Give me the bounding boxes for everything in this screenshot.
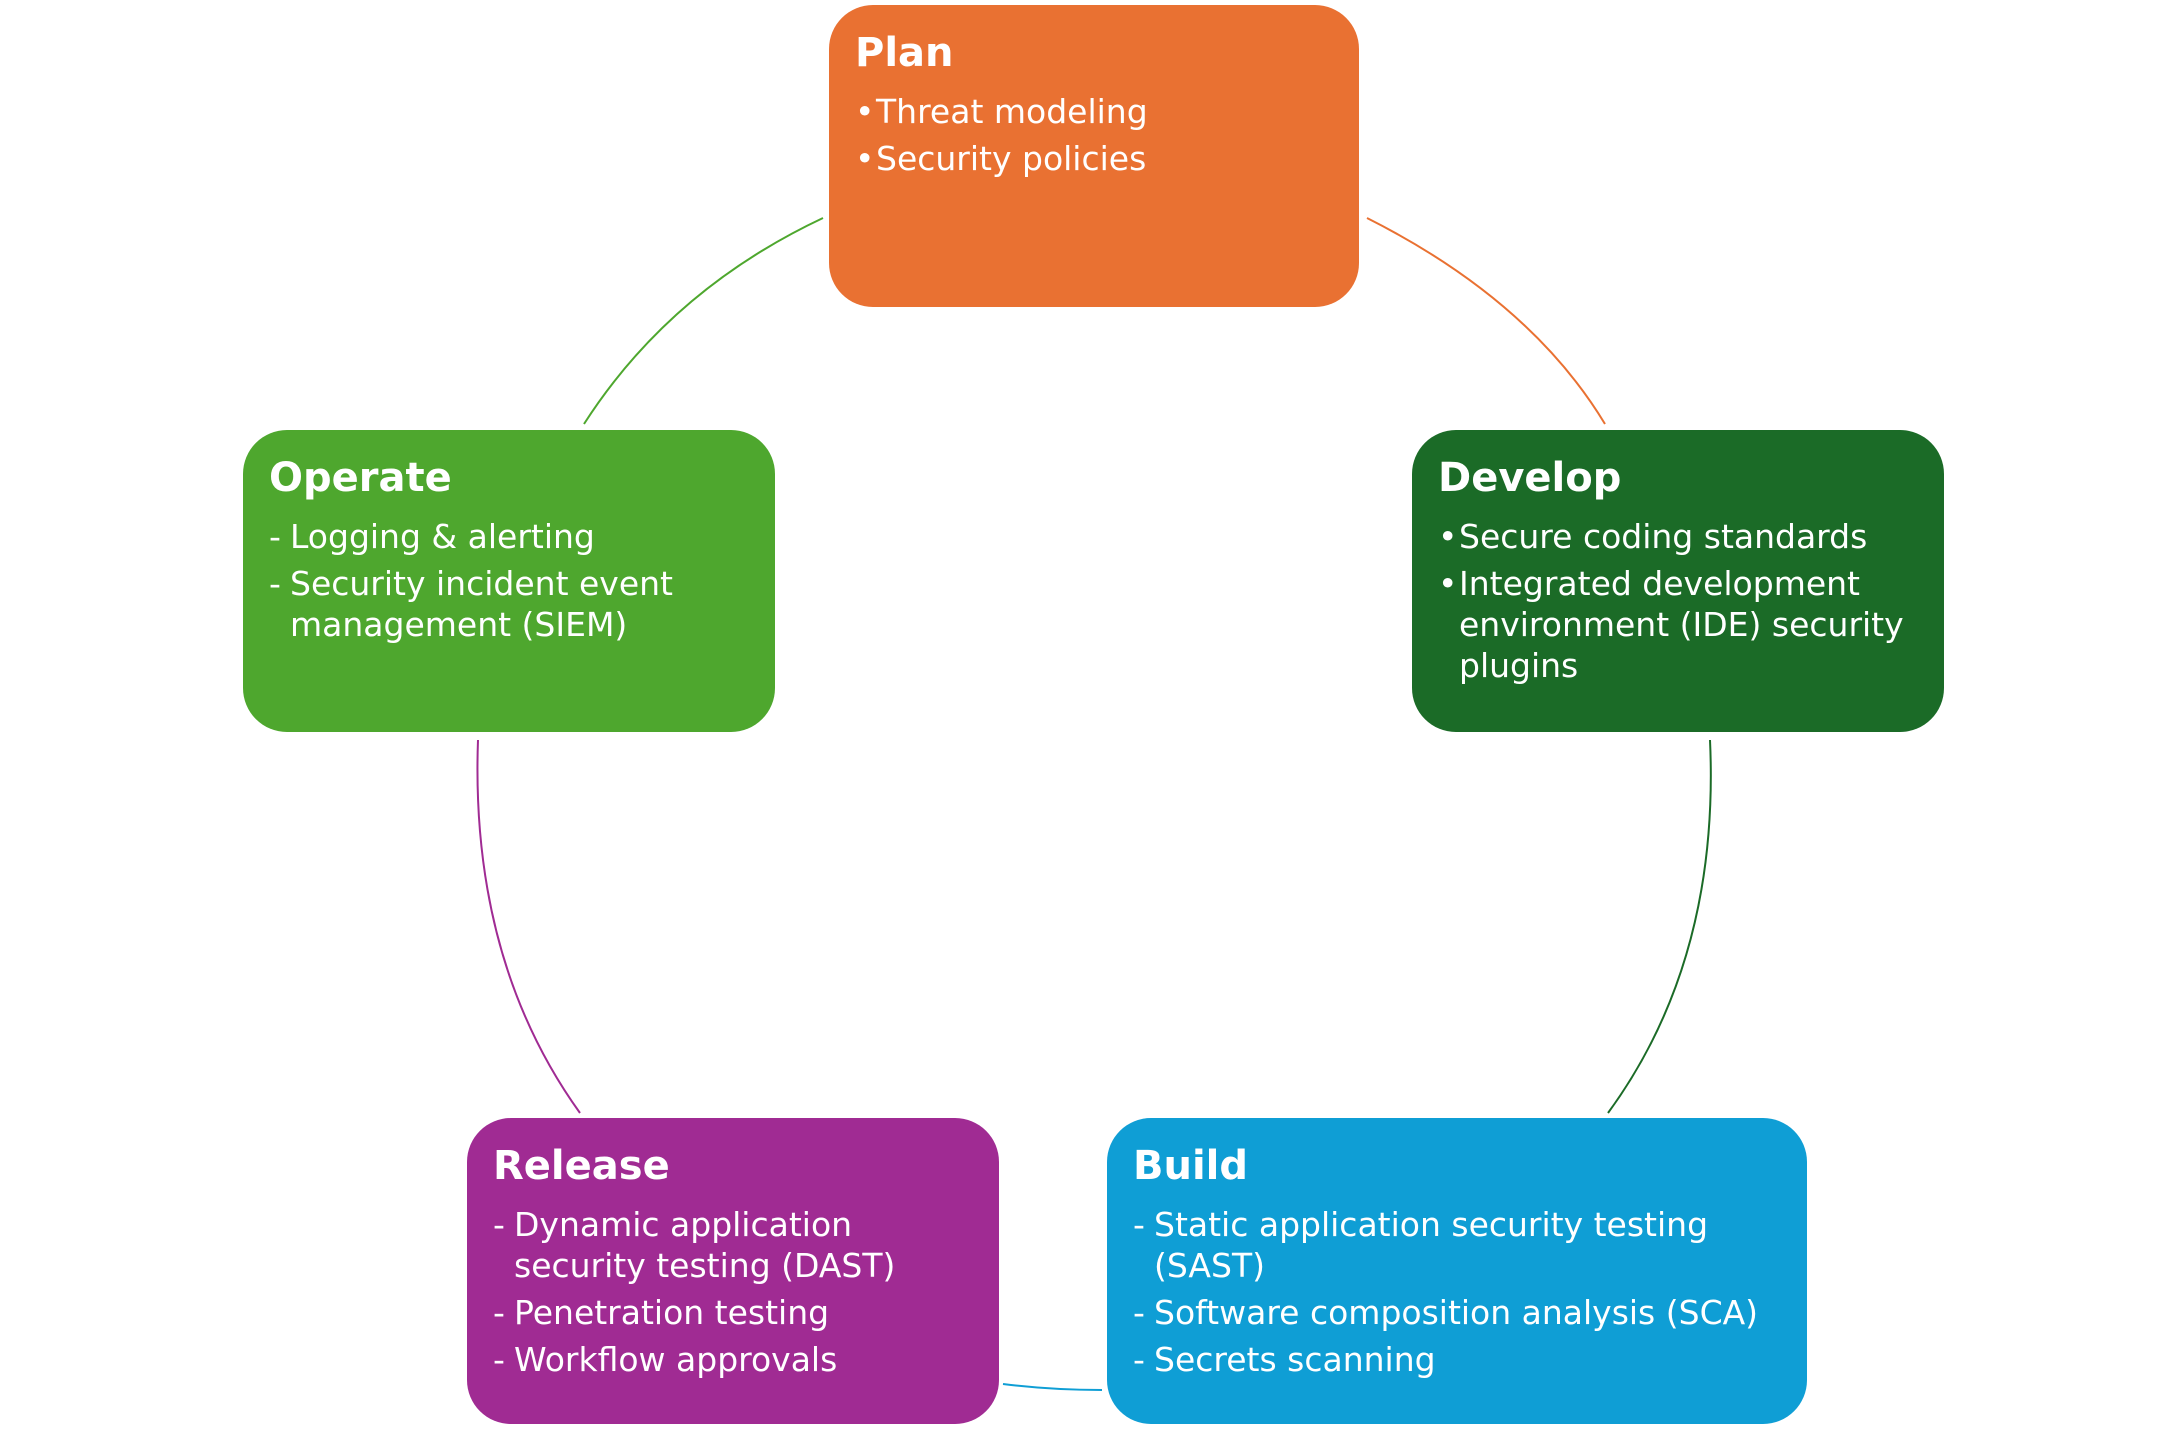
connector-build-to-release: [1002, 1383, 1103, 1391]
stage-item-label: Secrets scanning: [1154, 1340, 1436, 1379]
stage-item: -Workflow approvals: [493, 1339, 973, 1380]
dash-icon: -: [493, 1293, 505, 1332]
bullet-icon: •: [855, 92, 875, 131]
stage-item-label: Integrated development environment (IDE)…: [1459, 564, 1904, 685]
dash-icon: -: [1133, 1293, 1145, 1332]
stage-title: Plan: [855, 30, 954, 76]
stage-item-list: -Dynamic application security testing (D…: [493, 1204, 973, 1380]
stage-title: Develop: [1438, 455, 1622, 501]
stage-item-label: Logging & alerting: [290, 517, 595, 556]
stage-item-label: Static application security testing (SAS…: [1154, 1205, 1709, 1285]
stage-item: •Secure coding standards: [1438, 516, 1918, 557]
dash-icon: -: [493, 1205, 505, 1244]
stage-item-label: Workflow approvals: [514, 1340, 838, 1379]
bullet-icon: •: [855, 139, 875, 178]
stage-release: Release -Dynamic application security te…: [467, 1118, 999, 1424]
stage-item: -Security incident event management (SIE…: [269, 563, 749, 645]
stage-item-label: Security policies: [876, 139, 1147, 178]
stage-item: -Static application security testing (SA…: [1133, 1204, 1781, 1286]
stage-item-label: Software composition analysis (SCA): [1154, 1293, 1759, 1332]
stage-item-list: •Threat modeling•Security policies: [855, 91, 1333, 179]
connector-plan-to-develop: [1366, 217, 1606, 425]
stage-item-list: -Static application security testing (SA…: [1133, 1204, 1781, 1380]
dash-icon: -: [1133, 1205, 1145, 1244]
stage-item: •Threat modeling: [855, 91, 1333, 132]
stage-item-list: -Logging & alerting-Security incident ev…: [269, 516, 749, 645]
dash-icon: -: [1133, 1340, 1145, 1379]
stage-title: Release: [493, 1143, 670, 1189]
connector-develop-to-build: [1607, 739, 1712, 1114]
stage-item-label: Threat modeling: [876, 92, 1148, 131]
stage-title: Build: [1133, 1143, 1249, 1189]
stage-item: -Dynamic application security testing (D…: [493, 1204, 973, 1286]
bullet-icon: •: [1438, 564, 1458, 603]
stage-develop: Develop •Secure coding standards•Integra…: [1412, 430, 1944, 732]
stage-item-label: Dynamic application security testing (DA…: [514, 1205, 896, 1285]
stage-item-label: Secure coding standards: [1459, 517, 1868, 556]
stage-title: Operate: [269, 455, 452, 501]
stage-item: -Software composition analysis (SCA): [1133, 1292, 1781, 1333]
connector-operate-to-plan: [583, 217, 824, 425]
bullet-icon: •: [1438, 517, 1458, 556]
dash-icon: -: [269, 517, 281, 556]
connector-release-to-operate: [476, 739, 581, 1114]
stage-operate: Operate -Logging & alerting-Security inc…: [243, 430, 775, 732]
stage-item: •Security policies: [855, 138, 1333, 179]
stage-item: -Logging & alerting: [269, 516, 749, 557]
stage-item-list: •Secure coding standards•Integrated deve…: [1438, 516, 1918, 686]
stage-plan: Plan •Threat modeling•Security policies: [829, 5, 1359, 307]
stage-item-label: Security incident event management (SIEM…: [290, 564, 673, 644]
stage-item: -Penetration testing: [493, 1292, 973, 1333]
dash-icon: -: [269, 564, 281, 603]
stage-build: Build -Static application security testi…: [1107, 1118, 1807, 1424]
stage-item: -Secrets scanning: [1133, 1339, 1781, 1380]
stage-item-label: Penetration testing: [514, 1293, 830, 1332]
dash-icon: -: [493, 1340, 505, 1379]
stage-item: •Integrated development environment (IDE…: [1438, 563, 1918, 686]
